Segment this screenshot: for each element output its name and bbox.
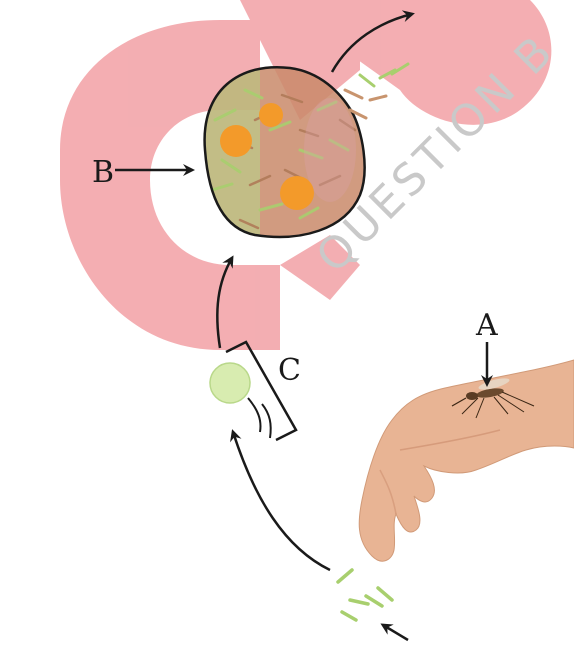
hand-icon xyxy=(359,360,574,561)
fertilization-arrow xyxy=(233,432,330,570)
label-b: B xyxy=(92,155,114,190)
nucleus xyxy=(259,103,283,127)
label-c: C xyxy=(278,353,301,388)
cyst xyxy=(200,60,365,240)
nucleus xyxy=(220,125,252,157)
nucleus xyxy=(280,176,314,210)
gametes xyxy=(338,570,392,620)
label-a: A xyxy=(475,308,498,343)
zygote-cell xyxy=(210,363,271,438)
entry-arrow xyxy=(383,625,408,640)
